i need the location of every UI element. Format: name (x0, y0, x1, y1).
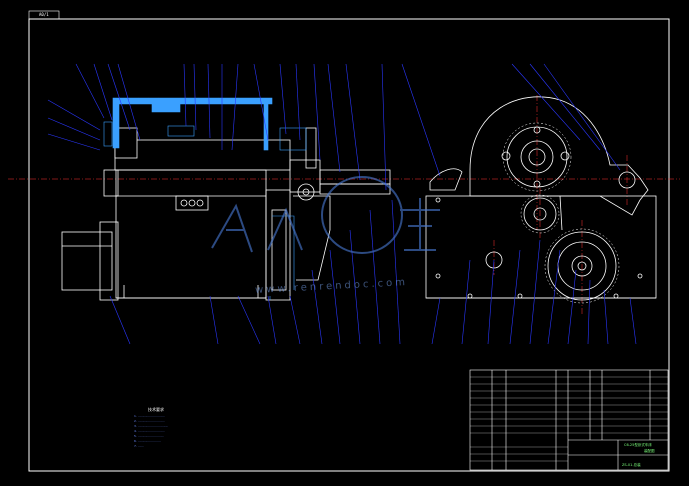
left-machine-view (61, 127, 391, 301)
tech-note-line: 4. ............................ (134, 429, 165, 433)
tech-notes: 技术要求 1. ............................ 2. … (134, 406, 168, 448)
drawing-code: 装配图 (644, 448, 655, 453)
drawing-number: ZS-01-总装 (622, 462, 641, 467)
tech-note-line: 3. ................................ (134, 424, 168, 428)
gear-teeth (502, 122, 620, 304)
center-lines (8, 95, 680, 315)
drawing-name: C6-25型卧式车床 (624, 442, 652, 447)
sheet-border (28, 18, 670, 472)
tech-note-line: 5. ........................... (134, 434, 164, 438)
tech-note-line: 2. ............................ (134, 419, 165, 423)
watermark-logo (211, 176, 440, 254)
tech-note-line: 1. ............................ (134, 414, 165, 418)
tech-notes-title: 技术要求 (148, 406, 164, 412)
tech-note-line: 6. ........................ (134, 439, 161, 443)
blue-housing (103, 97, 307, 300)
gearbox-view (425, 96, 657, 301)
tech-note-line: 7. ...... (134, 444, 144, 448)
title-block-text: C6-25型卧式车床 装配图 ZS-01-总装 (622, 442, 655, 467)
leader-lines (47, 63, 637, 345)
sheet-tag: A0/1 (39, 12, 49, 17)
parts-list-rows (470, 376, 668, 462)
parts-list-table (469, 369, 669, 471)
sheet-tag-box (28, 10, 60, 20)
